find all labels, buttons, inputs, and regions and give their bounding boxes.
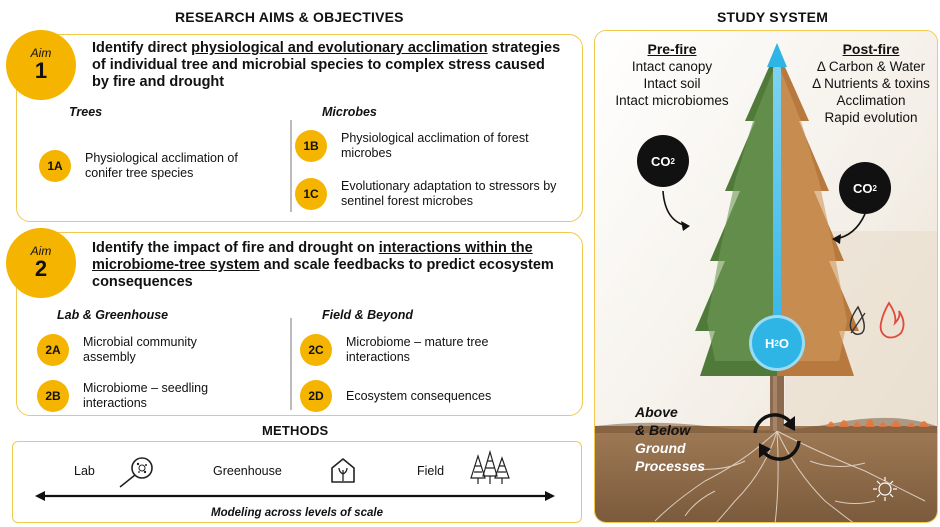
aim2-item-2a: 2A Microbial community assembly — [37, 334, 282, 366]
scale-double-arrow — [35, 491, 555, 501]
badge-2b: 2B — [37, 380, 69, 412]
aim2-item-2c: 2C Microbiome – mature tree interactions — [300, 334, 580, 366]
methods-greenhouse-label: Greenhouse — [213, 464, 282, 478]
aim1-number: 1 — [34, 58, 48, 83]
forest-icon — [470, 450, 510, 484]
methods-lab-label: Lab — [74, 464, 95, 478]
methods-box — [12, 441, 582, 523]
aim2-box — [16, 232, 583, 416]
study-system-title: STUDY SYSTEM — [717, 9, 829, 25]
badge-1b: 1B — [295, 130, 327, 162]
aim2-col-lab: Lab & Greenhouse — [57, 308, 169, 322]
text-1a: Physiological acclimation of conifer tre… — [85, 151, 238, 180]
aim2-badge: Aim 2 — [6, 228, 76, 298]
microscope-icon — [119, 457, 153, 488]
aim1-col-trees: Trees — [69, 105, 103, 119]
ground-line-2: & Below — [635, 422, 691, 438]
ground-processes-label: Above & Below Ground Processes — [635, 403, 705, 475]
co2-right-text: CO — [853, 180, 873, 196]
aim2-col-field: Field & Beyond — [322, 308, 413, 322]
postfire-heading: Post-fire — [842, 41, 900, 57]
aim2-divider — [290, 318, 292, 410]
postfire-line-4: Rapid evolution — [824, 110, 918, 125]
aim1-item-1c: 1C Evolutionary adaptation to stressors … — [295, 178, 575, 210]
aim1-item-1b: 1B Physiological acclimation of forest m… — [295, 130, 575, 162]
aim1-heading-post: strategies of individual tree and microb… — [92, 40, 561, 90]
study-system-panel: Pre-fire Intact canopy Intact soil Intac… — [594, 30, 938, 523]
co2-left-sub: 2 — [670, 156, 675, 166]
text-2c: Microbiome – mature tree interactions — [346, 335, 489, 364]
badge-2d: 2D — [300, 380, 332, 412]
research-aims-title: RESEARCH AIMS & OBJECTIVES — [175, 9, 404, 25]
co2-right-sub: 2 — [872, 183, 877, 193]
prefire-line-1: Intact canopy — [631, 59, 713, 74]
aim1-badge: Aim 1 — [6, 30, 76, 100]
text-2b: Microbiome – seedling interactions — [83, 381, 209, 410]
prefire-line-3: Intact microbiomes — [615, 93, 729, 108]
h2o-text: H — [765, 335, 775, 351]
aim2-number: 2 — [34, 256, 48, 281]
greenhouse-icon — [331, 458, 355, 483]
aim1-heading: Identify direct physiological and evolut… — [92, 40, 562, 91]
prefire-block: Pre-fire Intact canopy Intact soil Intac… — [597, 41, 747, 109]
methods-title: METHODS — [262, 423, 329, 438]
scale-label: Modeling across levels of scale — [211, 507, 383, 519]
postfire-block: Post-fire Δ Carbon & Water Δ Nutrients &… — [801, 41, 937, 126]
aim2-heading-pre: Identify the impact of fire and drought … — [92, 240, 379, 256]
text-2d: Ecosystem consequences — [346, 388, 492, 403]
postfire-line-2: Δ Nutrients & toxins — [812, 76, 930, 91]
aim2-item-2b: 2B Microbiome – seedling interactions — [37, 380, 282, 412]
aim1-word: Aim — [30, 46, 52, 60]
co2-left-text: CO — [651, 153, 671, 169]
badge-1c: 1C — [295, 178, 327, 210]
aim1-heading-underlined: physiological and evolutionary acclimati… — [191, 40, 488, 56]
badge-2a: 2A — [37, 334, 69, 366]
aim2-heading: Identify the impact of fire and drought … — [92, 240, 562, 291]
aim2-item-2d: 2D Ecosystem consequences — [300, 380, 580, 412]
postfire-line-1: Δ Carbon & Water — [816, 59, 926, 74]
methods-field-label: Field — [417, 464, 445, 478]
badge-1a: 1A — [39, 150, 71, 182]
text-2a: Microbial community assembly — [83, 335, 197, 364]
h2o-sub: 2 — [774, 338, 779, 348]
aim2-heading-underlined: interactions within the microbiome-tree … — [92, 240, 533, 273]
prefire-line-2: Intact soil — [643, 76, 701, 91]
aim1-heading-pre: Identify direct — [92, 40, 192, 56]
h2o-tail: O — [778, 335, 789, 351]
aim1-col-microbes: Microbes — [322, 105, 377, 119]
ground-line-3: Ground — [635, 440, 686, 456]
postfire-line-3: Acclimation — [836, 93, 906, 108]
text-1c: Evolutionary adaptation to stressors by … — [341, 179, 557, 208]
aim1-divider — [290, 120, 292, 212]
ground-line-4: Processes — [635, 458, 706, 474]
badge-2c: 2C — [300, 334, 332, 366]
text-1b: Physiological acclimation of forest micr… — [341, 131, 529, 160]
aim2-heading-post: and scale feedbacks to predict ecosystem… — [92, 257, 554, 290]
prefire-heading: Pre-fire — [647, 41, 697, 57]
aim1-item-1a: 1A Physiological acclimation of conifer … — [39, 150, 279, 182]
ground-line-1: Above — [635, 404, 678, 420]
aim2-word: Aim — [30, 244, 52, 258]
